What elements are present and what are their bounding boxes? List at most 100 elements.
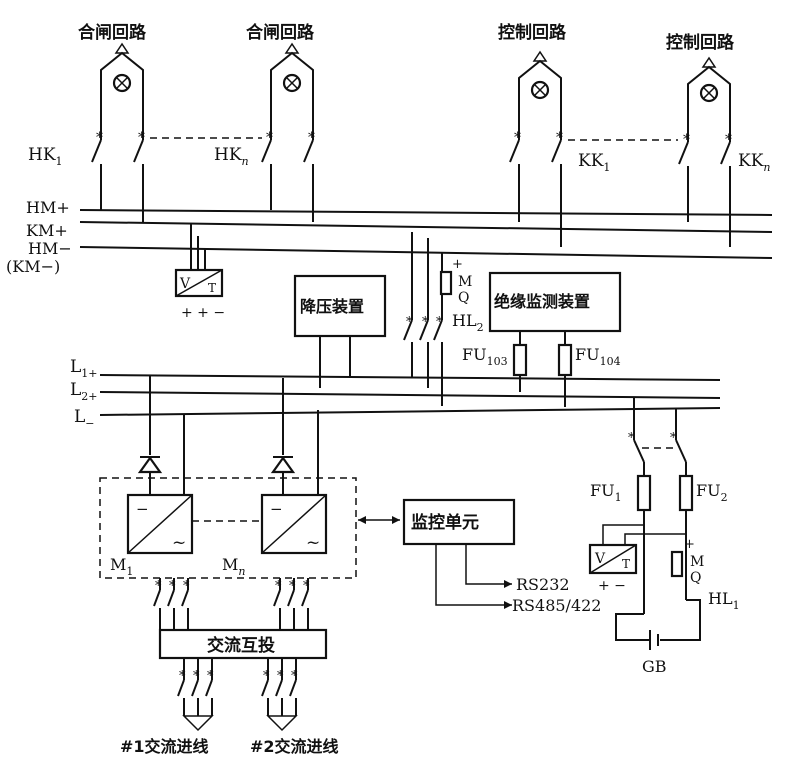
- bus-voltage-meter: V T + + −: [174, 268, 225, 321]
- svg-text:*: *: [183, 579, 190, 594]
- loop-lamp-4: [687, 56, 731, 142]
- bus-hm-plus-label: HM+: [26, 198, 70, 217]
- bus-km-minus-label: (KM−): [6, 257, 60, 276]
- diode-mn: [270, 456, 296, 495]
- svg-text:绝缘监测装置: 绝缘监测装置: [494, 292, 590, 311]
- comm-arrow-rectifier-monitor: [358, 516, 400, 524]
- svg-text:*: *: [436, 315, 443, 330]
- svg-text:+ −: + −: [598, 578, 626, 594]
- gb-label: GB: [642, 657, 667, 676]
- kk1-label: KK1: [578, 151, 610, 174]
- svg-text:*: *: [277, 669, 284, 684]
- fuse-fu2: [678, 474, 694, 512]
- svg-text:*: *: [96, 130, 103, 146]
- rectifier-mn-ac-switches: * * *: [273, 578, 310, 630]
- rectifier-m1-ac-switches: * * *: [153, 578, 190, 630]
- switch-kk1: **: [509, 130, 563, 247]
- svg-text:降压装置: 降压装置: [300, 297, 364, 316]
- incoming-2-switches: * * *: [261, 658, 298, 732]
- bus-km-plus-label: KM+: [26, 221, 68, 240]
- monitor-unit: 监控单元: [402, 498, 516, 546]
- svg-text:+: +: [684, 537, 695, 552]
- fuse-fu1: [636, 474, 652, 512]
- switch-hk1: **: [91, 130, 145, 222]
- svg-text:T: T: [208, 281, 216, 295]
- svg-text:*: *: [556, 130, 563, 146]
- bus-l-minus: [99, 407, 721, 416]
- fu1-label: FU1: [590, 481, 622, 504]
- loop-label-close-2: 合闸回路: [246, 22, 315, 43]
- svg-text:V: V: [594, 551, 606, 567]
- hl1-label: HL1: [708, 589, 740, 612]
- svg-text:*: *: [138, 130, 145, 146]
- bus-l1-label: L1+: [70, 357, 98, 380]
- mq-indicator-hl1: + M Q: [670, 537, 704, 586]
- m1-label: M1: [110, 555, 133, 578]
- svg-text:+ + −: + + −: [181, 305, 225, 321]
- bus-hm-plus: [79, 209, 773, 216]
- svg-text:−: −: [270, 500, 283, 518]
- svg-text:*: *: [514, 130, 521, 146]
- svg-text:V: V: [179, 276, 191, 292]
- svg-text:*: *: [670, 431, 677, 446]
- svg-text:−: −: [136, 500, 149, 518]
- loop-lamp-1: [100, 42, 144, 140]
- svg-text:M: M: [458, 274, 472, 290]
- bus-l2-plus: [99, 391, 721, 399]
- svg-text:T: T: [622, 557, 630, 571]
- step-down-device: 降压装置: [293, 274, 387, 338]
- bus-km-plus: [79, 221, 773, 233]
- loop-label-close-1: 合闸回路: [78, 22, 147, 43]
- svg-text:*: *: [628, 431, 635, 446]
- switch-hkn: **: [261, 130, 315, 222]
- svg-text:*: *: [263, 669, 270, 684]
- switch-hl2-group: * * *: [403, 232, 443, 406]
- svg-text:*: *: [179, 669, 186, 684]
- fuse-fu103: [512, 343, 528, 377]
- switch-kkn: **: [678, 132, 732, 247]
- svg-text:*: *: [275, 579, 282, 594]
- hkn-label: HKn: [214, 145, 249, 168]
- svg-text:*: *: [207, 669, 214, 684]
- incoming-1-switches: * * *: [177, 658, 214, 732]
- bus-hm-minus: [79, 246, 773, 259]
- svg-text:*: *: [193, 669, 200, 684]
- incoming-line-2-label: #2交流进线: [250, 737, 339, 756]
- fu103-label: FU103: [462, 345, 508, 368]
- rs232-label: RS232: [516, 575, 570, 594]
- svg-text:*: *: [725, 132, 732, 148]
- battery-gb: [649, 630, 659, 650]
- svg-text:+: +: [452, 257, 463, 272]
- svg-text:*: *: [422, 315, 429, 330]
- svg-text:~: ~: [172, 533, 186, 553]
- hl2-label: HL2: [452, 311, 484, 334]
- bus-lm-label: L−: [74, 407, 95, 430]
- fu104-label: FU104: [575, 345, 621, 368]
- rectifier-m1: − ~: [126, 493, 194, 555]
- svg-text:*: *: [289, 579, 296, 594]
- fuse-fu104: [557, 343, 573, 377]
- bus-hm-minus-label: HM−: [28, 239, 72, 258]
- rectifier-mn: − ~: [260, 493, 328, 555]
- svg-text:Q: Q: [690, 570, 701, 586]
- svg-text:*: *: [683, 132, 690, 148]
- svg-text:*: *: [303, 579, 310, 594]
- svg-text:*: *: [169, 579, 176, 594]
- kkn-label: KKn: [738, 151, 771, 174]
- fu2-label: FU2: [696, 481, 728, 504]
- loop-lamp-2: [270, 42, 314, 140]
- svg-text:*: *: [291, 669, 298, 684]
- svg-text:~: ~: [306, 533, 320, 553]
- loop-lamp-3: [518, 50, 562, 140]
- diode-m1: [137, 456, 163, 495]
- ac-transfer-unit: 交流互投: [158, 628, 328, 660]
- svg-text:*: *: [406, 315, 413, 330]
- svg-text:Q: Q: [458, 290, 469, 306]
- mn-label: Mn: [222, 555, 245, 578]
- rectifier-enclosure: [99, 477, 357, 579]
- bus-l1-plus: [99, 374, 721, 381]
- battery-switch: **: [628, 431, 687, 476]
- svg-text:*: *: [155, 579, 162, 594]
- loop-label-control-2: 控制回路: [666, 32, 735, 53]
